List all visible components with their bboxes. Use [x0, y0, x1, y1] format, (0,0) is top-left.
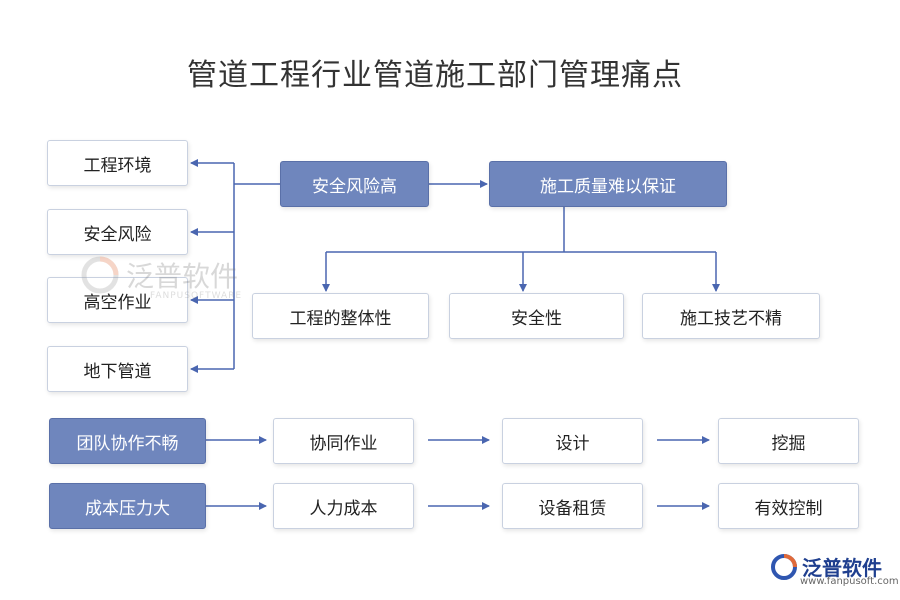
node-effective-control: 有效控制	[718, 483, 859, 529]
node-quality-hard-to-guarantee: 施工质量难以保证	[489, 161, 727, 207]
watermark-name: 泛普软件	[126, 260, 239, 293]
node-overall-integrity: 工程的整体性	[252, 293, 429, 339]
node-collaborative-work: 协同作业	[273, 418, 414, 464]
node-cost-pressure: 成本压力大	[49, 483, 206, 529]
page-title: 管道工程行业管道施工部门管理痛点	[187, 58, 683, 93]
watermark-logo-icon	[81, 256, 119, 294]
node-poor-craftsmanship: 施工技艺不精	[642, 293, 820, 339]
node-design: 设计	[502, 418, 643, 464]
node-poor-teamwork: 团队协作不畅	[49, 418, 206, 464]
watermark-sub: FANPUSOFTWARE	[150, 291, 243, 301]
node-high-altitude-work: 高空作业	[47, 277, 188, 323]
watermark: 泛普软件 FANPUSOFTWARE	[80, 255, 241, 301]
node-engineering-environment: 工程环境	[47, 140, 188, 186]
brand-url: www.fanpusoft.com	[800, 576, 899, 587]
node-underground-pipeline: 地下管道	[47, 346, 188, 392]
node-safety: 安全性	[449, 293, 624, 339]
node-equipment-rental: 设备租赁	[502, 483, 643, 529]
node-excavation: 挖掘	[718, 418, 859, 464]
node-safety-risk: 安全风险	[47, 209, 188, 255]
brand-logo: 泛普软件 www.fanpusoft.com	[770, 552, 899, 587]
node-high-safety-risk: 安全风险高	[280, 161, 429, 207]
brand-name: 泛普软件	[802, 556, 882, 580]
brand-logo-icon	[771, 553, 797, 580]
node-labor-cost: 人力成本	[273, 483, 414, 529]
